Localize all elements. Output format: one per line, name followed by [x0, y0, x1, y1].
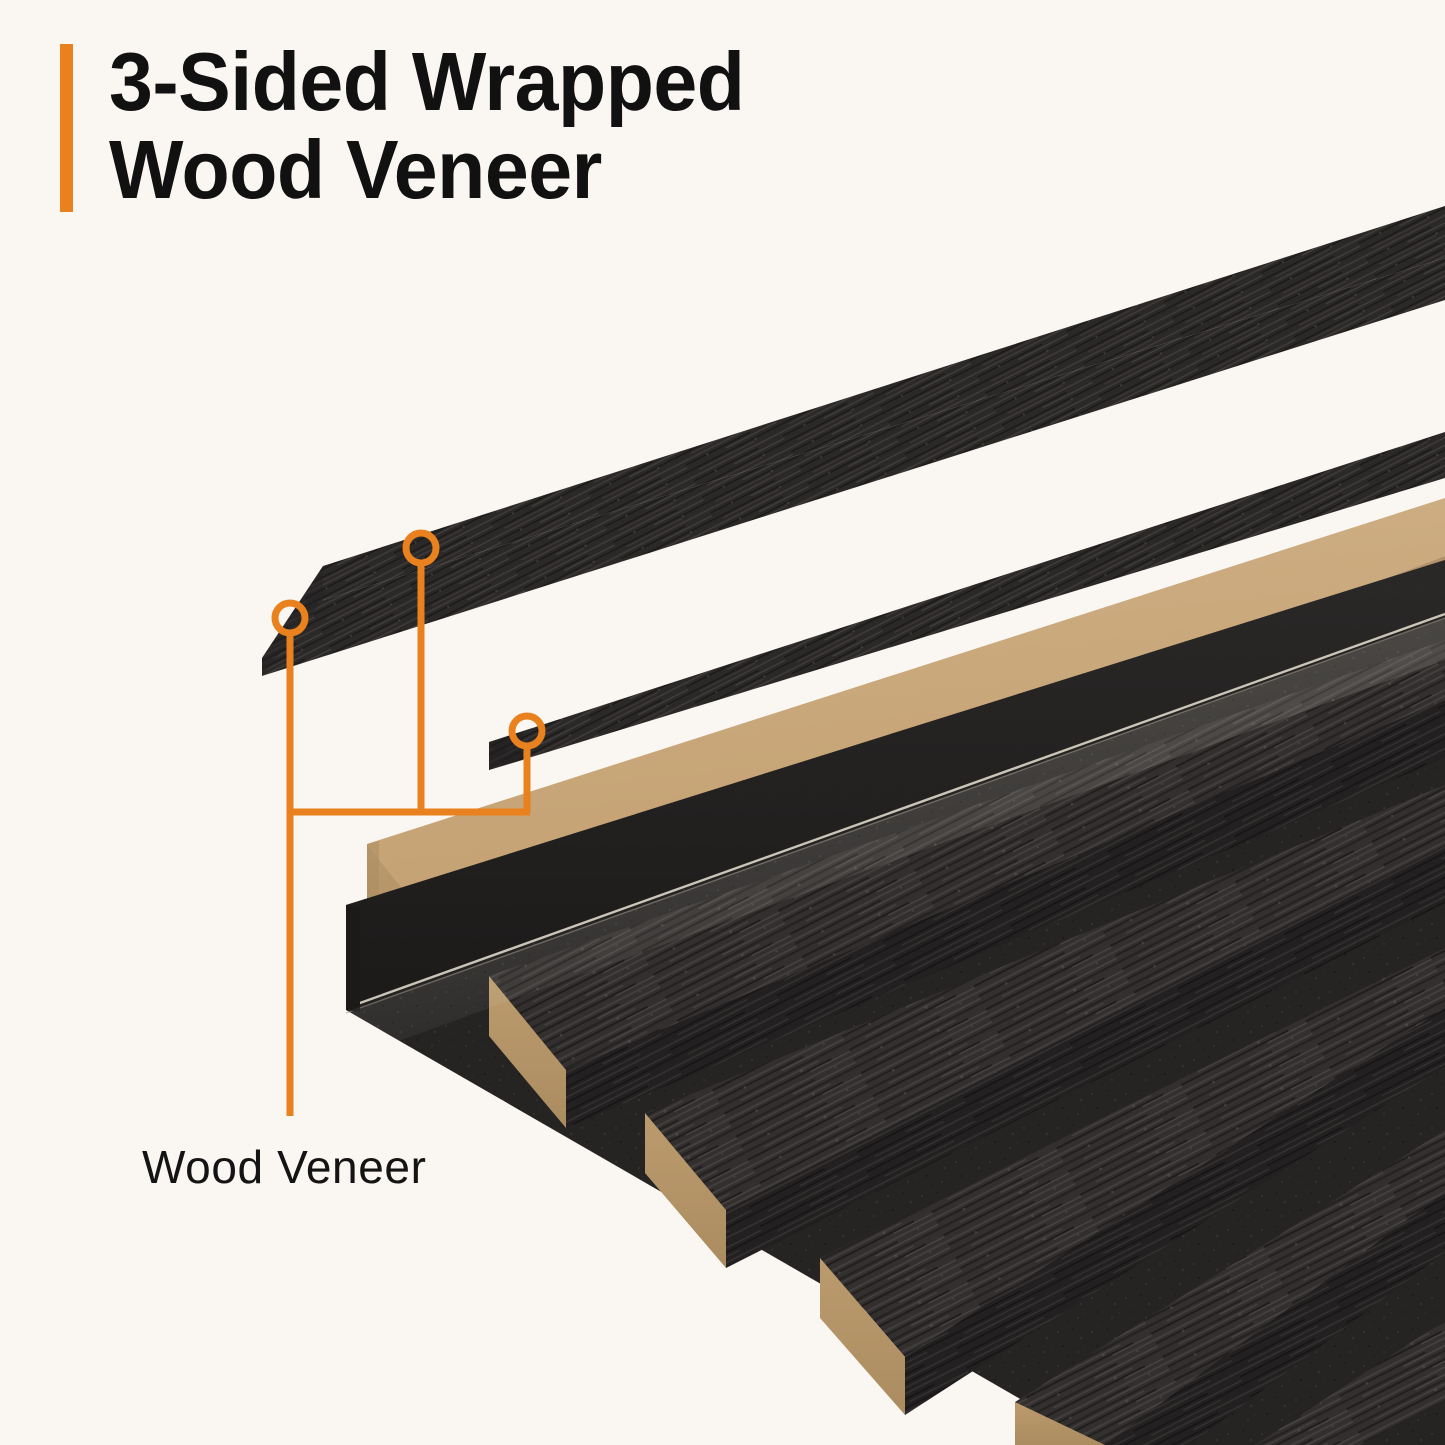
veneered-slat — [1255, 1320, 1445, 1445]
veneer-strip-upper — [262, 206, 1445, 676]
veneer-top-face-marker — [271, 599, 309, 637]
page-title: 3-Sided Wrapped Wood Veneer — [109, 38, 778, 214]
veneered-slat — [1015, 1130, 1445, 1445]
accent-bar — [60, 44, 73, 212]
callout-label: Wood Veneer — [142, 1141, 427, 1193]
veneer-side-face-marker — [402, 529, 440, 567]
board-edge-highlight — [345, 612, 1445, 1010]
title-line-2: Wood Veneer — [109, 123, 602, 216]
drop-shadow — [346, 618, 1445, 1058]
title-line-1: 3-Sided Wrapped — [109, 35, 745, 128]
veneered-slat — [820, 948, 1445, 1415]
veneer-front-face-marker — [508, 712, 546, 750]
heading-block: 3-Sided Wrapped Wood Veneer — [60, 38, 778, 214]
veneered-slat — [645, 785, 1445, 1268]
veneered-slat — [489, 640, 1445, 1128]
